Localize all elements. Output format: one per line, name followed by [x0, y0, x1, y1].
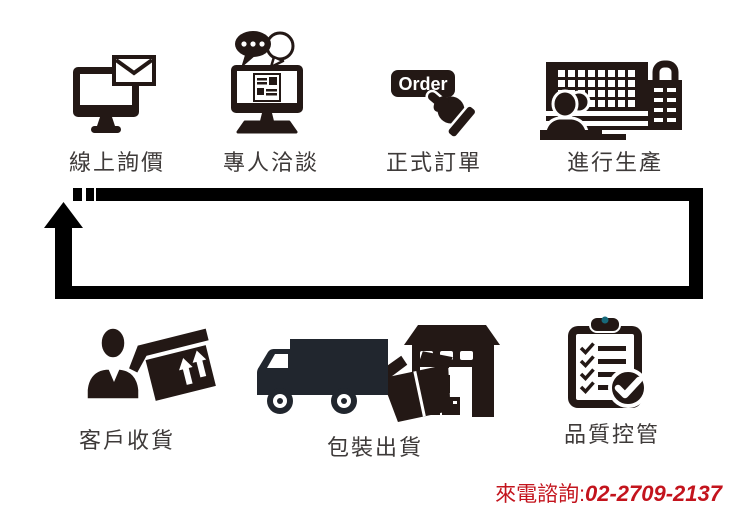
order-button: [391, 70, 455, 97]
flow-loop-arrow: [44, 188, 703, 299]
package-box-icon: [129, 328, 216, 401]
profile-document-icon: [253, 73, 281, 102]
monitor-email-icon: [73, 55, 156, 133]
arrowhead-up: [44, 202, 83, 228]
quality-checklist-icon: [568, 316, 648, 408]
truck-wheel-front: [267, 388, 293, 414]
clip-button-dot: [601, 316, 609, 324]
step-label-consultation: 專人洽談: [222, 150, 319, 175]
step-label-quality-control: 品質控管: [563, 422, 660, 447]
customer-package-icon: [84, 325, 216, 402]
step-label-customer-receipt: 客戶收貨: [78, 428, 175, 453]
check-badge-icon: [608, 368, 648, 408]
contact-phone-number: 02-2709-2137: [584, 481, 722, 506]
step-label-packing-shipping: 包裝出貨: [326, 435, 423, 460]
truck-wheel-rear: [331, 388, 357, 414]
checklist-lines: [598, 346, 626, 390]
truck-box-warehouse-icon: [257, 325, 500, 422]
delivery-truck-icon: [257, 339, 388, 414]
contact-line: 來電諮詢:02-2709-2137: [495, 478, 722, 508]
pointing-hand-icon: [425, 89, 475, 137]
email-envelope-icon: [112, 55, 156, 86]
clipboard-clip: [589, 316, 621, 333]
speech-bubbles-icon: [235, 31, 295, 69]
checklist-rows: [579, 342, 595, 395]
customer-person-icon: [84, 325, 142, 402]
order-button-label: Order: [398, 74, 447, 94]
step-label-production: 進行生產: [566, 150, 663, 175]
step-label-formal-order: 正式訂單: [385, 150, 482, 175]
monitor-chat-icon: [231, 31, 303, 134]
factory-workers-icon: [540, 60, 682, 140]
contact-prefix: 來電諮詢:: [495, 483, 585, 506]
step-label-online-inquiry: 線上詢價: [68, 150, 165, 175]
workers-icon: [540, 89, 626, 140]
order-button-click-icon: Order: [391, 70, 475, 137]
fragile-up-arrows: [179, 350, 207, 385]
